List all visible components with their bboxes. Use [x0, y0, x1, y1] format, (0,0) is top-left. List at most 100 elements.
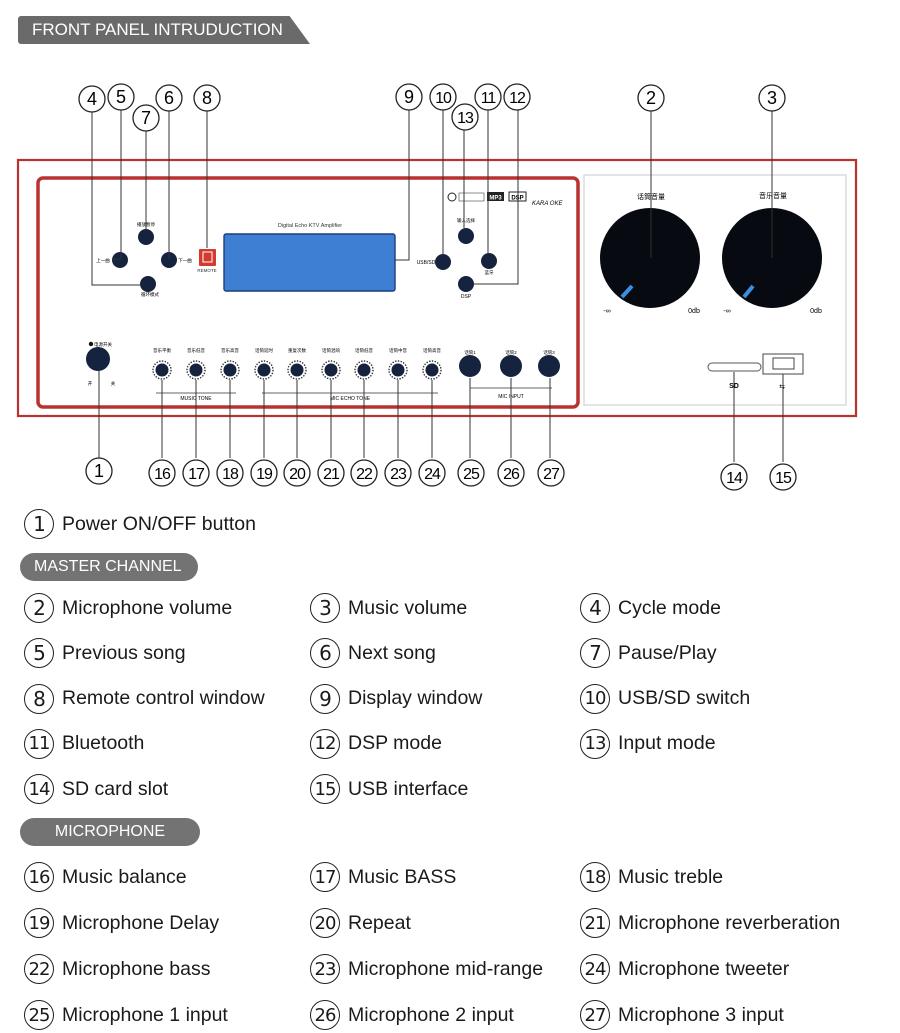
svg-text:23: 23 [390, 466, 407, 483]
svg-text:20: 20 [289, 466, 306, 483]
cycle-mode-button[interactable] [140, 276, 156, 292]
tone-knob-label: 音乐低音 [187, 347, 205, 354]
legend-label: Microphone Delay [62, 911, 220, 934]
svg-text:-∞: -∞ [603, 308, 610, 315]
tone-knob[interactable]: 话筒低音 [354, 347, 374, 380]
tone-knob-label: 音乐高音 [221, 347, 239, 354]
front-panel-title: FRONT PANEL INTRUDUCTION [18, 16, 310, 44]
legend-number: 16 [24, 862, 54, 892]
legend-number: 6 [310, 638, 340, 669]
legend-label: Microphone tweeter [618, 957, 790, 980]
mic-input-jack[interactable]: 话筒1 [459, 349, 481, 377]
legend-label: Microphone bass [62, 957, 211, 980]
callout-21: 21 [317, 459, 345, 487]
callout-15: 15 [769, 463, 797, 491]
legend-number: 19 [24, 908, 54, 938]
front-panel-diagram: Digital Echo KTV Amplifier REMOTE 播放暂停 上… [16, 83, 858, 491]
callout-17: 17 [182, 459, 210, 487]
svg-text:10: 10 [435, 90, 452, 107]
power-button[interactable] [86, 347, 110, 371]
tone-knob[interactable]: 话筒延时 [254, 347, 274, 380]
usb-sd-switch-button[interactable] [435, 254, 451, 270]
mp3-logo [487, 192, 504, 201]
legend-label: Power ON/OFF button [62, 512, 256, 535]
input-mode-button[interactable] [458, 228, 474, 244]
callout-18: 18 [216, 459, 244, 487]
legend-label: Music volume [348, 596, 468, 619]
legend-label: SD card slot [62, 777, 169, 800]
callout-5: 5 [107, 83, 135, 111]
legend-number: 4 [580, 593, 610, 623]
svg-text:17: 17 [188, 466, 205, 483]
tone-knob[interactable]: 话筒混响 [321, 347, 341, 380]
usb-icon: ⇆ [779, 384, 785, 391]
usb-sd-label: USB/SD [417, 260, 436, 266]
legend-item-6: 6 Next song [310, 637, 436, 669]
mic-jack-label: 话筒3 [543, 349, 555, 356]
sd-card-slot [707, 362, 762, 372]
legend-number: 24 [580, 954, 610, 984]
legend-label: USB/SD switch [618, 687, 751, 710]
callout-8: 8 [193, 84, 221, 112]
tone-knob[interactable]: 重复次数 [287, 347, 307, 380]
legend-number: 27 [580, 1000, 610, 1030]
tone-knob-label: 音乐平衡 [153, 347, 171, 354]
legend-label: Music treble [618, 865, 724, 888]
pause-play-button[interactable] [138, 229, 154, 245]
legend-label: Music balance [62, 865, 187, 888]
cycle-label: 循环模式 [141, 291, 159, 298]
tone-knob-label: 话筒延时 [255, 347, 273, 354]
leader-line [112, 110, 122, 260]
callout-26: 26 [497, 459, 525, 487]
mic-jack-label: 话筒1 [464, 349, 476, 356]
callout-12: 12 [503, 83, 531, 111]
callout-6: 6 [155, 84, 183, 112]
power-off-label: 关 [111, 380, 116, 387]
tone-knob[interactable]: 话筒高音 [422, 347, 442, 380]
bluetooth-button[interactable] [481, 253, 497, 269]
tone-knob[interactable]: 音乐高音 [220, 347, 240, 380]
legend-number: 21 [580, 908, 610, 938]
music-volume-label: 音乐音量 [759, 191, 787, 200]
remote-label: REMOTE [197, 268, 216, 273]
legend-number: 13 [580, 728, 610, 759]
svg-text:16: 16 [154, 466, 171, 483]
callout-27: 27 [537, 459, 565, 487]
callout-23: 23 [384, 459, 412, 487]
tone-knob[interactable]: 音乐平衡 [152, 347, 172, 380]
tone-knob[interactable]: 话筒中音 [388, 347, 408, 380]
dsp-label: DSP [461, 294, 472, 300]
panel-outer-frame [16, 158, 858, 418]
mic-input-jack[interactable]: 话筒3 [538, 349, 560, 377]
next-song-button[interactable] [161, 252, 177, 268]
dsp-mode-button[interactable] [458, 276, 474, 292]
legend-item-24: 24 Microphone tweeter [580, 953, 789, 985]
power-on-label: 开 [88, 381, 93, 387]
tone-knob[interactable]: 音乐低音 [186, 347, 206, 380]
svg-text:24: 24 [424, 466, 441, 483]
svg-text:19: 19 [256, 466, 273, 483]
microphone-volume-knob[interactable] [600, 208, 700, 308]
callout-2: 2 [637, 84, 665, 112]
svg-text:22: 22 [356, 466, 373, 483]
legend-label: Next song [348, 641, 436, 664]
mic-input-jack[interactable]: 话筒2 [500, 349, 522, 377]
svg-text:7: 7 [141, 108, 151, 128]
tone-knob-label: 话筒高音 [423, 347, 441, 354]
svg-text:11: 11 [481, 90, 497, 107]
legend-item-16: 16 Music balance [24, 861, 187, 893]
svg-text:21: 21 [323, 466, 340, 483]
power-label: 电源开关 [94, 341, 112, 348]
previous-song-button[interactable] [112, 252, 128, 268]
